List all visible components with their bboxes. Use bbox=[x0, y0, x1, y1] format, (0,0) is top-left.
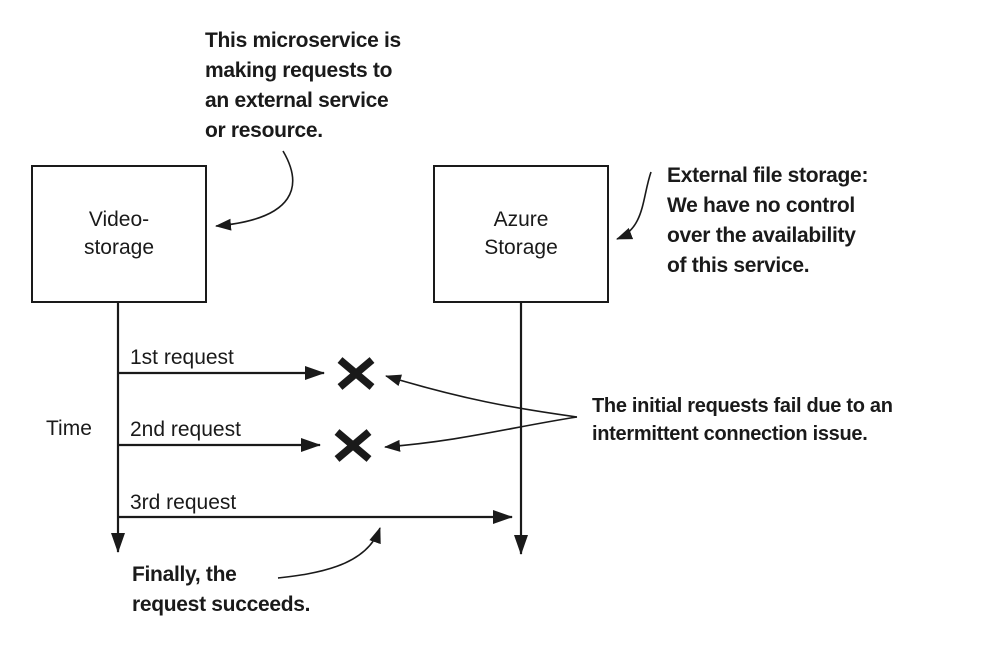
failure-x-icon-1 bbox=[337, 357, 375, 390]
time-axis-label: Time bbox=[46, 417, 92, 440]
microservice-note-arrow bbox=[215, 150, 294, 231]
azure-storage-box: Azure Storage bbox=[433, 165, 609, 303]
failure-note-arrow-upper bbox=[385, 374, 578, 418]
failure-note: The initial requests fail due to an inte… bbox=[592, 395, 893, 445]
request-2-label: 2nd request bbox=[130, 418, 241, 441]
success-note: Finally, the request succeeds. bbox=[132, 563, 311, 616]
microservice-note: This microservice is making requests to … bbox=[205, 29, 401, 142]
external-storage-note-arrow bbox=[616, 171, 652, 240]
external-storage-note: External file storage: We have no contro… bbox=[667, 164, 869, 277]
request-1-label: 1st request bbox=[130, 346, 234, 369]
success-note-arrow bbox=[277, 527, 381, 579]
video-storage-box: Video- storage bbox=[31, 165, 207, 303]
azure-storage-label: Azure Storage bbox=[484, 208, 558, 259]
failure-x-icon-2 bbox=[334, 429, 372, 462]
video-storage-label: Video- storage bbox=[83, 208, 155, 259]
request-3-label: 3rd request bbox=[130, 491, 237, 514]
failure-note-arrow-lower bbox=[384, 416, 578, 452]
